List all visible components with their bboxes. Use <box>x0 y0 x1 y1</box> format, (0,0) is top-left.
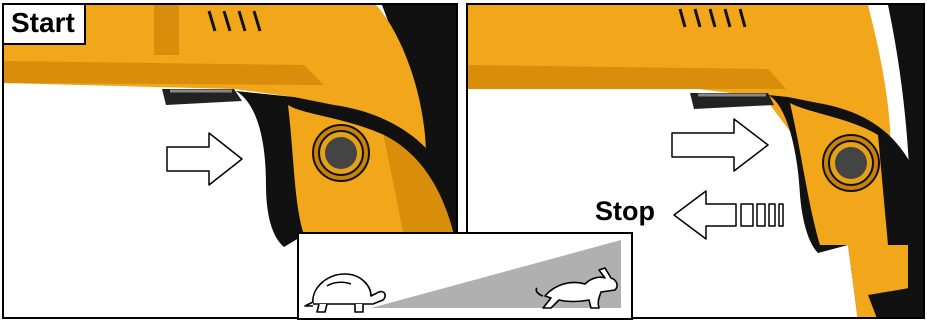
lock-button <box>822 134 880 192</box>
push-arrow-icon <box>671 118 769 172</box>
release-arrow-icon <box>673 190 784 240</box>
drill-illustration-left <box>4 5 456 317</box>
push-arrow-icon <box>166 132 243 186</box>
drill-vents <box>678 8 747 28</box>
drill-upper-body <box>468 5 891 185</box>
start-label: Start <box>4 5 86 45</box>
drill-illustration-right <box>468 5 923 317</box>
hare-icon <box>535 267 618 309</box>
speed-ramp-graphic <box>304 240 621 313</box>
drill-vents <box>207 10 262 32</box>
drill-trigger <box>690 93 774 109</box>
lock-button <box>312 124 370 182</box>
tortoise-icon <box>304 273 386 313</box>
drill-upper-body <box>4 5 426 185</box>
start-panel: Start <box>2 3 458 319</box>
speed-ramp-inset <box>297 232 633 320</box>
stop-label: Stop <box>595 196 655 226</box>
drill-trigger <box>162 89 242 105</box>
